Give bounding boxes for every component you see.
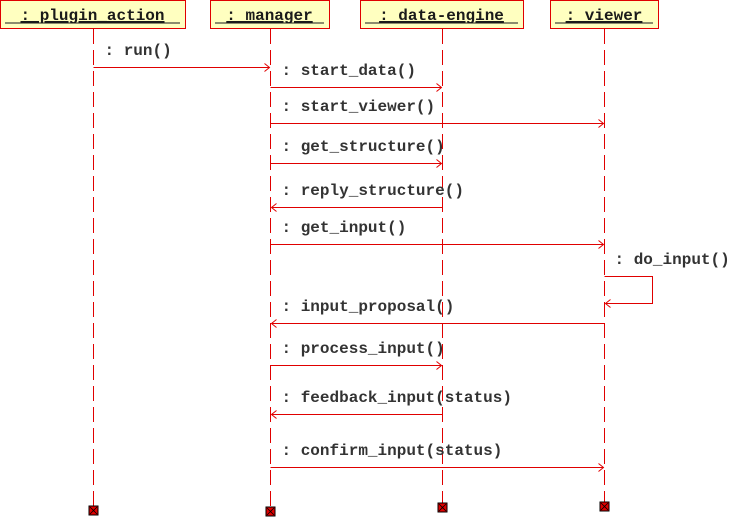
participant-label: : viewer bbox=[566, 7, 643, 25]
destroy-marker-cross bbox=[600, 502, 609, 511]
message: : process_input() bbox=[270, 340, 445, 370]
message: : feedback_input(status) bbox=[270, 389, 512, 419]
participant-label: : data-engine bbox=[379, 7, 504, 25]
participant-box bbox=[210, 0, 330, 29]
arrowhead-icon bbox=[270, 410, 277, 419]
arrowhead-icon bbox=[598, 240, 605, 249]
message-label: : do_input() bbox=[615, 251, 730, 269]
message: : start_viewer() bbox=[270, 98, 605, 128]
arrowhead-icon bbox=[436, 361, 443, 370]
message-label: : confirm_input(status) bbox=[282, 442, 503, 460]
arrowhead-icon bbox=[598, 463, 605, 472]
message-label: : feedback_input(status) bbox=[282, 389, 512, 407]
message: : do_input() bbox=[604, 251, 730, 308]
participant-box bbox=[0, 0, 186, 29]
message: : input_proposal() bbox=[270, 298, 605, 328]
message: : start_data() bbox=[270, 62, 443, 92]
arrowhead-icon bbox=[436, 83, 443, 92]
message-label: : start_viewer() bbox=[282, 98, 436, 116]
participant-box bbox=[360, 0, 524, 29]
message-label: : run() bbox=[105, 42, 172, 60]
arrowhead-icon bbox=[604, 299, 611, 308]
message-label: : input_proposal() bbox=[282, 298, 455, 316]
message: : get_structure() bbox=[270, 138, 445, 168]
arrowhead-icon bbox=[264, 63, 271, 72]
message: : reply_structure() bbox=[270, 182, 464, 212]
message: : run() bbox=[93, 42, 271, 72]
arrowhead-icon bbox=[598, 119, 605, 128]
message: : confirm_input(status) bbox=[270, 442, 605, 472]
participant-data-engine: : data-engine bbox=[360, 0, 524, 513]
message: : get_input() bbox=[270, 219, 605, 249]
arrowhead-icon bbox=[270, 203, 277, 212]
participant-plugin_action: : plugin_action bbox=[0, 0, 186, 516]
message-label: : get_structure() bbox=[282, 138, 445, 156]
participant-manager: : manager bbox=[210, 0, 330, 517]
participant-viewer: : viewer bbox=[550, 0, 659, 512]
destroy-marker-cross bbox=[266, 507, 275, 516]
participant-label: : plugin_action bbox=[20, 7, 164, 25]
message-label: : process_input() bbox=[282, 340, 445, 358]
destroy-marker-cross bbox=[438, 503, 447, 512]
arrowhead-icon bbox=[270, 319, 277, 328]
participant-label: : manager bbox=[226, 7, 312, 25]
message-arrow bbox=[604, 276, 653, 304]
message-label: : get_input() bbox=[282, 219, 407, 237]
arrowhead-icon bbox=[436, 159, 443, 168]
participant-box bbox=[550, 0, 659, 29]
message-label: : reply_structure() bbox=[282, 182, 464, 200]
message-label: : start_data() bbox=[282, 62, 416, 80]
destroy-marker-cross bbox=[89, 506, 98, 515]
